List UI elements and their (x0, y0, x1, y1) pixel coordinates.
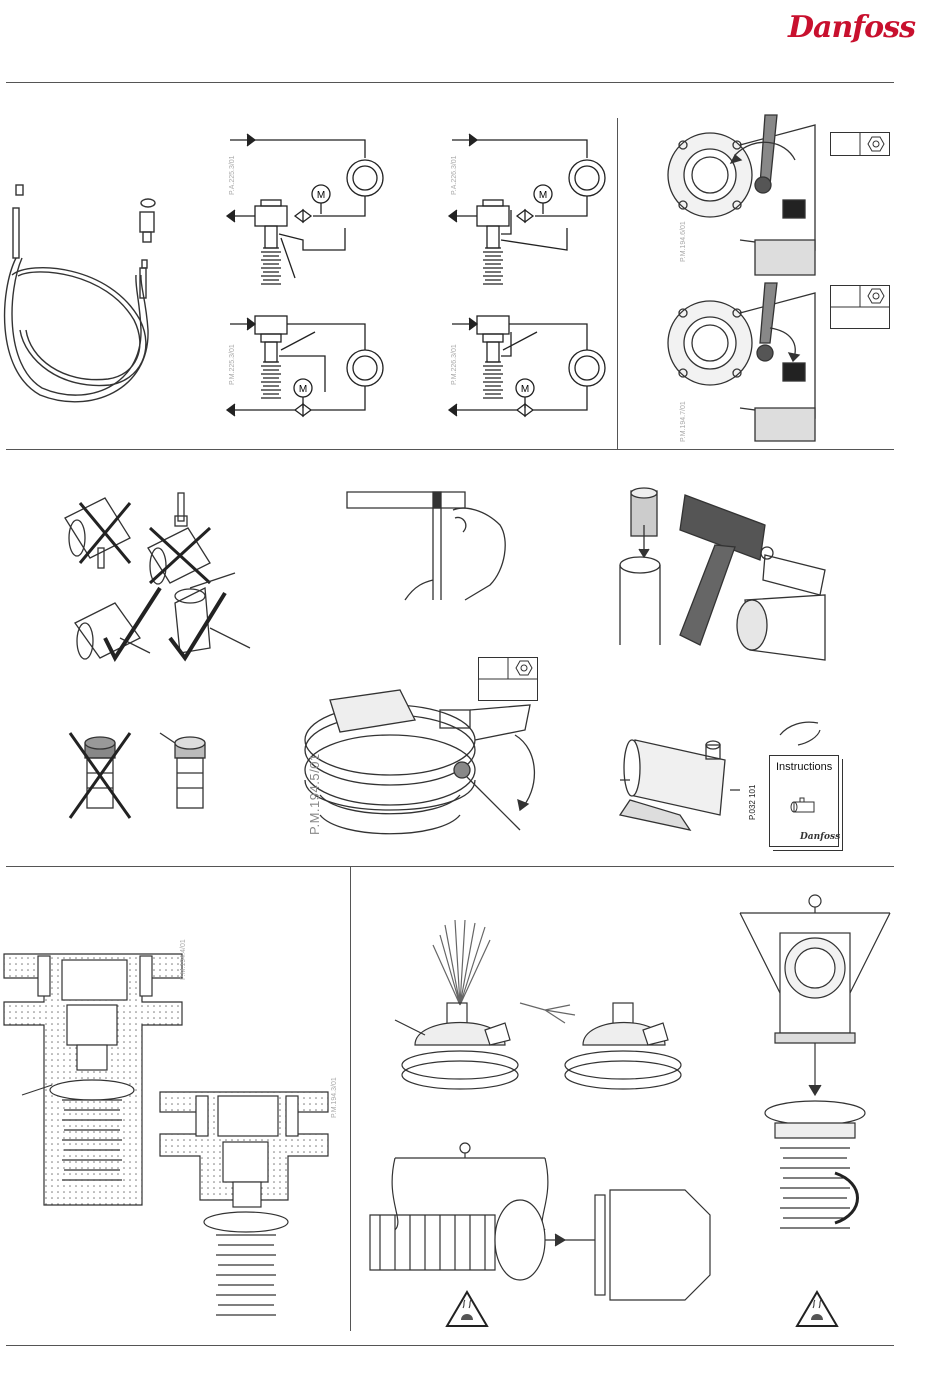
diagram-code-5: P.M.194.6/01 (680, 221, 687, 262)
svg-text:M: M (299, 384, 307, 395)
instructions-booklet: Instructions Danfoss (769, 755, 839, 847)
schematic-diagram-2: M (447, 128, 607, 303)
motor-label: M (317, 190, 325, 201)
diagram-code-9: P.M.194.3/01 (331, 1077, 338, 1118)
svg-text:M: M (539, 190, 547, 201)
instructions-title: Instructions (776, 761, 832, 773)
column-divider-bottom (350, 866, 351, 1331)
section-divider-1 (6, 449, 894, 450)
diagram-code-1: P.A.225.3/01 (229, 155, 236, 195)
logo-text: Danfoss (788, 8, 910, 50)
diagram-code-2: P.A.226.3/01 (451, 155, 458, 195)
schematic-diagram-1: M (225, 128, 385, 303)
hexagon-nut-icon (478, 657, 538, 701)
warning-hot-surface-icon (795, 1290, 839, 1328)
hexagon-nut-icon (830, 285, 890, 329)
booklet-logo: Danfoss (800, 832, 840, 842)
section-divider-2 (6, 866, 894, 867)
diagram-code-3: P.M.225.3/01 (229, 344, 236, 385)
booklet-thumbnail (790, 796, 820, 820)
svg-text:M: M (521, 384, 529, 395)
pipe-deburr-hammer-illustration (615, 485, 835, 665)
instructions-code: P.032 101 (748, 785, 757, 820)
schematic-diagram-4: M (447, 312, 607, 432)
warning-hot-surface-icon (445, 1290, 489, 1328)
protective-cap-illustration (65, 728, 225, 820)
diagram-code-6: P.M.194.7/01 (680, 401, 687, 442)
diagram-code-8: P.M.194.4/01 (180, 939, 187, 980)
footer-divider (6, 1345, 894, 1346)
pipe-connection-wrong-right-illustration (60, 488, 260, 663)
disassembly-lifting-illustration (365, 1140, 725, 1335)
crane-lifting-illustration (735, 893, 895, 1288)
hand-pointing-icon (778, 715, 823, 750)
diagram-code-4: P.M.226.3/01 (451, 344, 458, 385)
danfoss-logo: Danfoss (788, 8, 910, 50)
hexagon-nut-icon (830, 132, 890, 156)
pipe-cut-illustration (345, 490, 515, 610)
diagram-code-7: P.M.194.5/01 (307, 753, 322, 835)
insulated-valve-illustration-2 (158, 1090, 333, 1335)
flange-wrench-illustration-2 (665, 283, 835, 445)
schematic-diagram-3: M (225, 312, 385, 432)
steam-cleaning-illustration (385, 915, 685, 1095)
header-divider (6, 82, 894, 83)
flange-wrench-illustration-1 (665, 115, 835, 280)
impulse-tube-illustration (0, 180, 170, 420)
condensation-pot-illustration (620, 720, 760, 830)
column-divider-top (617, 118, 618, 449)
